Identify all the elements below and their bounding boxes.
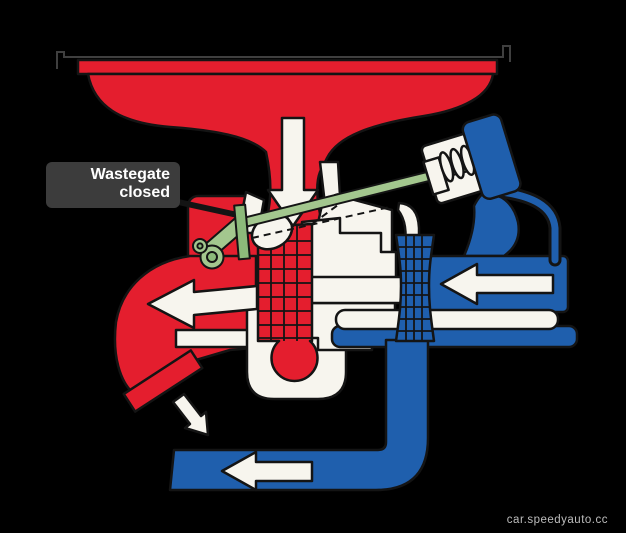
charge-air-pipe: [168, 338, 430, 492]
compressor-outlet: [334, 308, 560, 331]
intake-air-in-arrow: [439, 262, 555, 306]
wastegate-label-line1: Wastegate: [90, 166, 170, 183]
compressor-wheel: [394, 233, 436, 343]
wastegate-label-line2: closed: [119, 183, 170, 201]
wastegate-mechanism: [159, 113, 522, 270]
charge-air-out-arrow: [220, 450, 314, 492]
lever-pin-hole: [196, 242, 204, 250]
outlet-flange: [122, 349, 204, 413]
lever-pivot-hole: [206, 251, 218, 263]
bearing-housing: [174, 160, 432, 401]
exhaust-manifold-flange: [76, 58, 499, 76]
exhaust-to-outlet-arrow: [146, 278, 259, 330]
wastegate-label: Wastegate closed: [46, 162, 180, 208]
compressor-volute-top: [462, 190, 520, 258]
watermark: car.speedyauto.cc: [506, 514, 608, 526]
wastegate-valve: [233, 203, 251, 261]
engine-flange: [56, 45, 511, 69]
actuator-cap: [461, 113, 522, 201]
turbine-wheel: [256, 222, 319, 383]
exhaust-exit-arrow: [171, 392, 210, 437]
